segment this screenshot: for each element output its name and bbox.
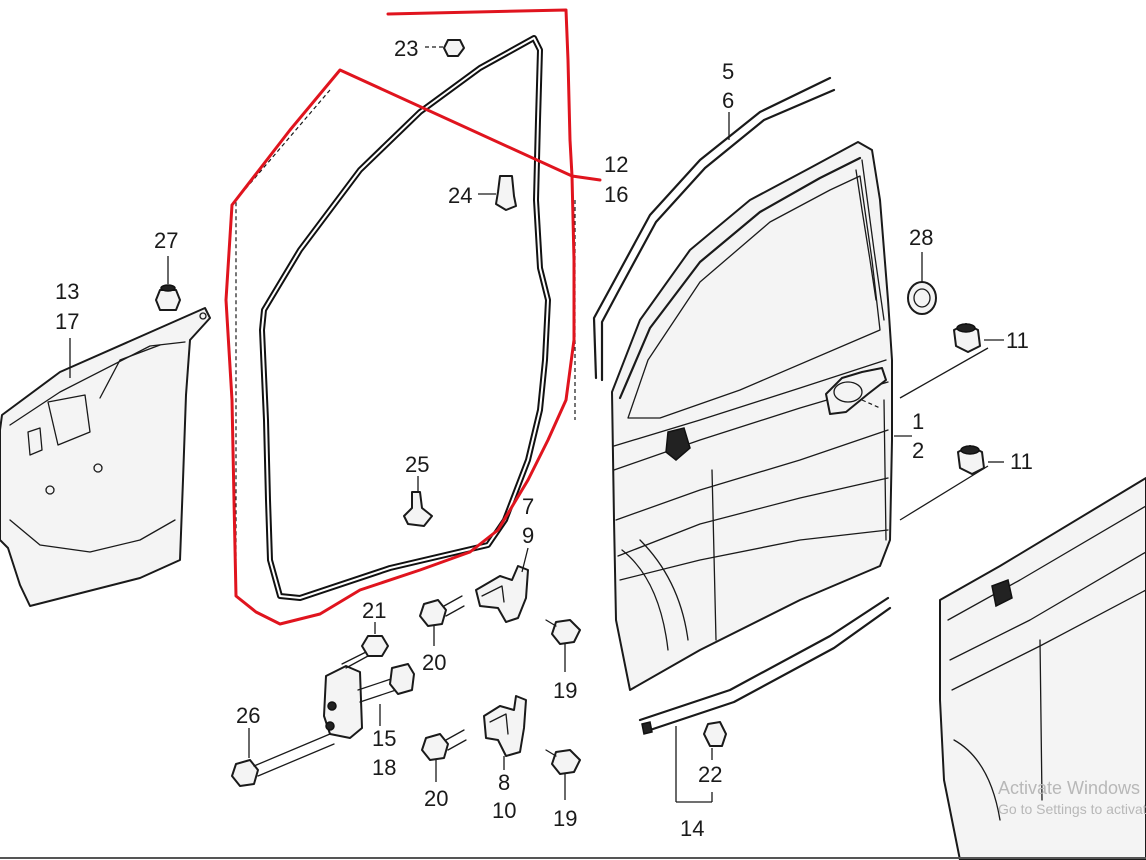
- lower-door-seal: [638, 596, 892, 803]
- clip-27: [155, 256, 181, 311]
- watermark-subtitle: Go to Settings to activate: [998, 801, 1146, 817]
- callout-7: 7: [522, 494, 534, 519]
- bolt-21: [341, 622, 389, 669]
- grommet-28: [907, 252, 937, 315]
- callout-19-upper: 19: [553, 678, 577, 703]
- callout-15: 15: [372, 726, 396, 751]
- upper-hinge: [475, 547, 529, 623]
- door-checker: [323, 663, 415, 739]
- rear-door-shell: [939, 477, 1146, 860]
- callout-16: 16: [604, 182, 628, 207]
- callout-21: 21: [362, 598, 386, 623]
- bolt-19-upper: [545, 619, 581, 672]
- door-molding: [592, 76, 836, 382]
- clip-25: [403, 476, 433, 527]
- callout-12: 12: [604, 152, 628, 177]
- plug-11-lower: [899, 445, 1004, 521]
- callout-11-upper: 11: [1006, 328, 1029, 353]
- callout-1: 1: [912, 409, 924, 434]
- callout-14: 14: [680, 816, 704, 841]
- bolt-20-lower: [421, 729, 467, 782]
- plug-11-upper: [899, 323, 1004, 399]
- front-door-shell: [611, 141, 893, 691]
- callout-17: 17: [55, 309, 79, 334]
- callout-24: 24: [448, 183, 472, 208]
- callout-8: 8: [498, 770, 510, 795]
- callout-18: 18: [372, 755, 396, 780]
- bolt-20-upper: [419, 595, 465, 646]
- callout-27: 27: [154, 228, 178, 253]
- callout-11-lower: 11: [1010, 449, 1033, 474]
- callout-10: 10: [492, 798, 516, 823]
- bolt-19-lower: [545, 749, 581, 800]
- callout-5: 5: [722, 59, 734, 84]
- callout-25: 25: [405, 452, 429, 477]
- callout-13: 13: [55, 279, 79, 304]
- callout-26: 26: [236, 703, 260, 728]
- callout-20-lower: 20: [424, 786, 448, 811]
- callout-20-upper: 20: [422, 650, 446, 675]
- callout-22: 22: [698, 762, 722, 787]
- callout-19-lower: 19: [553, 806, 577, 831]
- clip-24: [478, 175, 517, 211]
- watermark-title: Activate Windows: [998, 778, 1140, 798]
- callout-28: 28: [909, 225, 933, 250]
- clip-23: [425, 39, 465, 57]
- lower-hinge: [483, 695, 527, 770]
- door-weatherstrip: [235, 35, 576, 601]
- highlight-outline: [224, 8, 602, 626]
- door-trim-panel: [0, 307, 211, 607]
- callout-23: 23: [394, 36, 418, 61]
- callout-2: 2: [912, 438, 924, 463]
- callout-9: 9: [522, 523, 534, 548]
- bolt-26: [231, 728, 335, 787]
- callout-6: 6: [722, 88, 734, 113]
